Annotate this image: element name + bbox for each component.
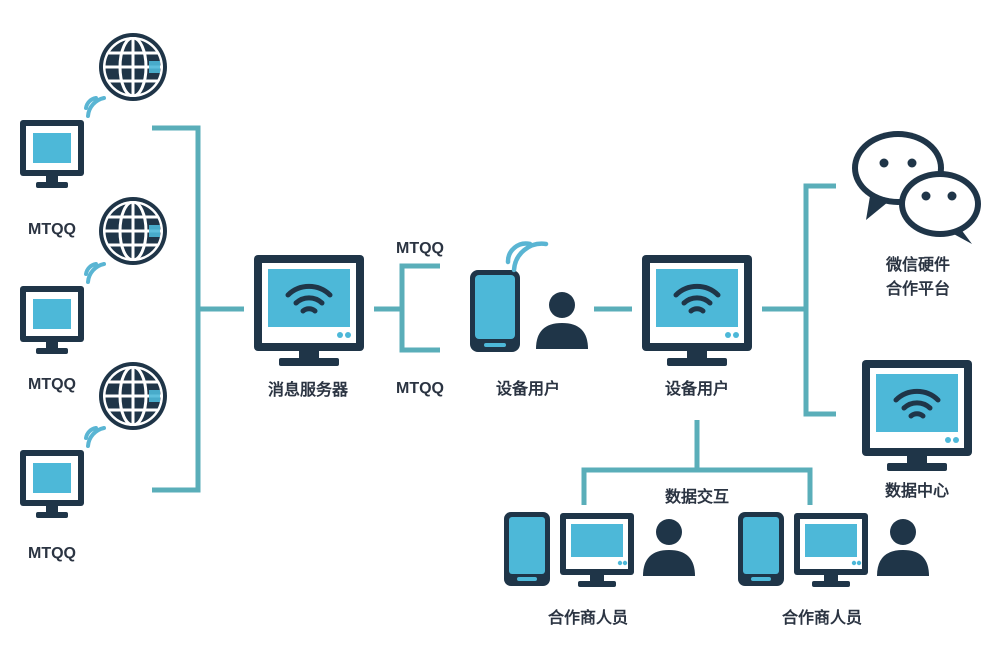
client-2-label: MTQQ [28, 376, 76, 393]
partner-2 [738, 512, 929, 587]
data-exchange-label: 数据交互 [664, 489, 730, 506]
device-user-monitor-icon [642, 255, 752, 366]
device-user-mobile [470, 241, 588, 352]
wifi-icon [505, 241, 549, 273]
message-server-monitor-icon [254, 255, 364, 366]
chat-bubbles-icon [852, 131, 981, 244]
link-top-label: MTQQ [396, 240, 444, 257]
device-user-mobile-label: 设备用户 [495, 381, 561, 398]
message-server-label: 消息服务器 [267, 382, 349, 399]
link-bottom-label: MTQQ [396, 380, 444, 397]
data-center-label: 数据中心 [884, 483, 950, 500]
device-user-computer-label: 设备用户 [664, 381, 730, 398]
partner-1-label: 合作商人员 [547, 610, 629, 627]
data-center-monitor-icon [862, 360, 972, 471]
partner-2-label: 合作商人员 [781, 610, 863, 627]
wechat-platform-label: 微信硬件 合作平台 [886, 254, 950, 302]
wechat-platform-label-line2: 合作平台 [885, 281, 951, 298]
partner-1 [504, 512, 695, 587]
client-3-label: MTQQ [28, 545, 76, 562]
connector-lines [152, 125, 836, 505]
client-1-label: MTQQ [28, 221, 76, 238]
wechat-platform-label-line1: 微信硬件 [885, 257, 951, 274]
client-1 [20, 33, 167, 188]
